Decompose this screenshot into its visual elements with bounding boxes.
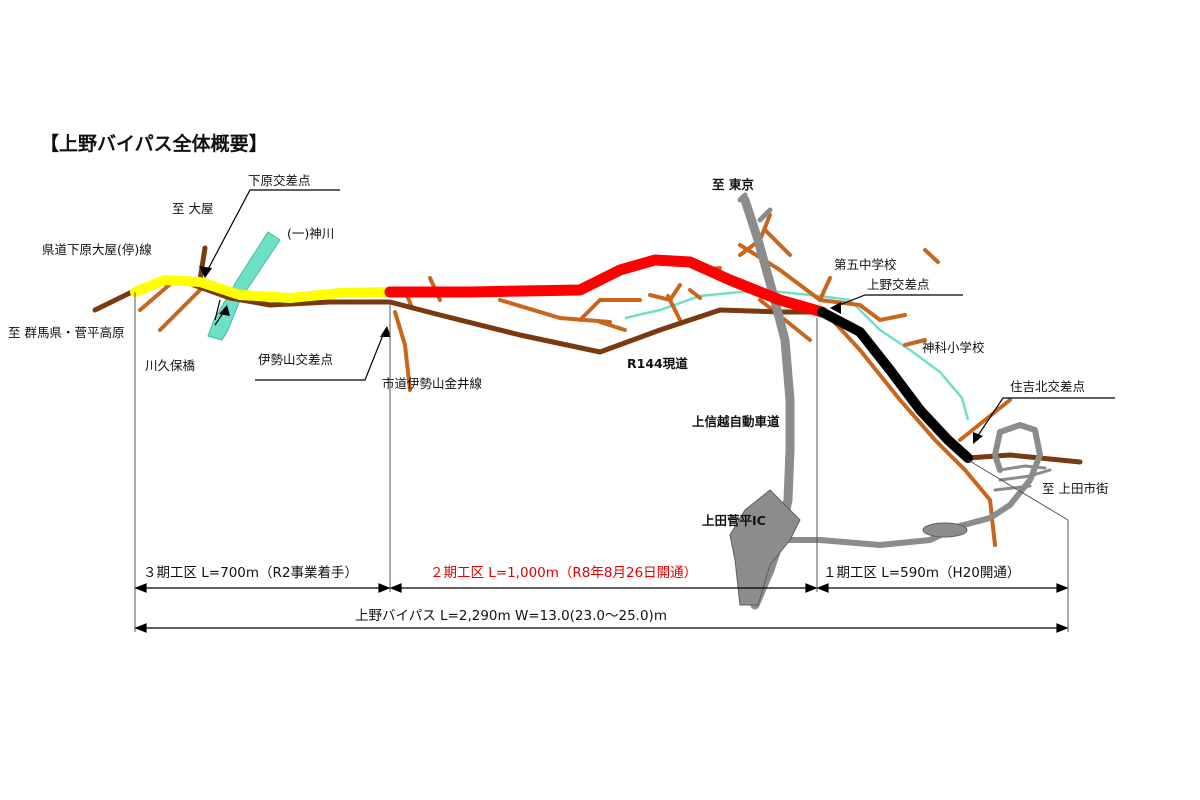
label-shimohara-intersection: 下原交差点 [248, 173, 311, 188]
label-jshinetsu-expressway: 上信越自動車道 [692, 414, 780, 429]
label-kawakubo-bridge: 川久保橋 [145, 358, 196, 373]
phase3-road-segment [130, 275, 395, 303]
phase2-section-label: ２期工区 L=1,000m（R8年8月26日開通） [430, 565, 697, 581]
phase1-section-label: １期工区 L=590m（H20開通） [823, 565, 1020, 581]
label-sugadaira-ic: 上田菅平IC [702, 513, 766, 528]
label-to-tokyo: 至 東京 [712, 177, 754, 192]
arrow-ueno [830, 302, 841, 314]
phase3-section-label: ３期工区 L=700m（R2事業着手） [143, 564, 358, 581]
label-daigo-school: 第五中学校 [834, 257, 897, 272]
section-boundaries [134, 292, 1069, 632]
label-to-oya: 至 大屋 [172, 201, 213, 216]
sugadaira-ic-body [729, 489, 801, 606]
label-sumiyoshi-intersection: 住吉北交差点 [1010, 379, 1085, 394]
label-iseyama-intersection: 伊勢山交差点 [258, 352, 333, 367]
leader-lines [204, 189, 1115, 441]
arrow-kawakubo [219, 305, 230, 316]
stream-line [624, 290, 970, 421]
phase1-road-segment [817, 307, 973, 463]
phase2-road-segment [384, 254, 828, 318]
label-to-ueda: 至 上田市街 [1042, 481, 1108, 496]
ic-ramp-bulge [922, 522, 968, 538]
label-ueno-intersection: 上野交差点 [867, 277, 930, 292]
label-to-gunma: 至 群馬県・菅平高原 [8, 325, 124, 340]
arrow-sumiyoshi [973, 432, 983, 444]
arrow-shimohara [199, 266, 212, 278]
label-kamishina-school: 神科小学校 [922, 340, 985, 355]
label-prefectural-road: 県道下原大屋(停)線 [42, 242, 152, 257]
label-city-road: 市道伊勢山金井線 [382, 376, 483, 391]
label-kanbe-river: (一)神川 [287, 226, 334, 241]
label-r144: R144現道 [627, 356, 688, 371]
arrow-iseyama [380, 326, 391, 337]
dimension-arrows [134, 583, 1069, 633]
diagram-title: 【上野バイパス全体概要】 [40, 132, 268, 155]
total-section-label: 上野バイパス L=2,290m W=13.0(23.0～25.0)m [355, 608, 667, 624]
